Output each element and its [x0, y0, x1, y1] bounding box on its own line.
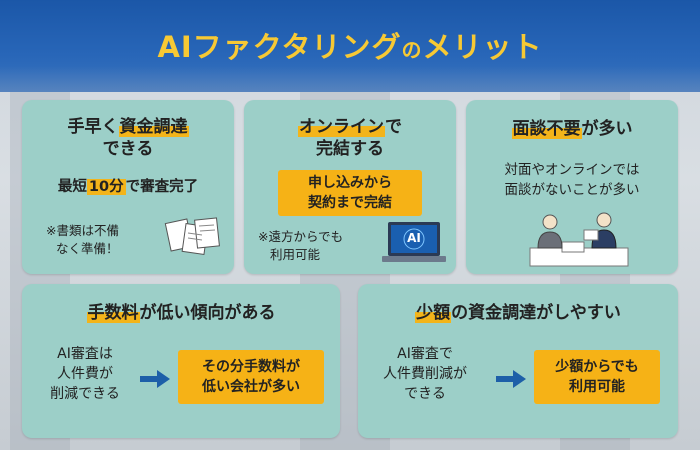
reason-line: 人件費が	[57, 366, 113, 382]
sub-text: で審査完了	[125, 179, 199, 195]
online-box: 申し込みから 契約まで完結	[278, 170, 422, 216]
box-line: その分手数料が	[202, 359, 300, 375]
header-banner	[0, 0, 700, 92]
heading-text: が多い	[581, 119, 633, 139]
reason-line: AI審査で	[397, 346, 453, 362]
reason-line: できる	[404, 386, 446, 402]
laptop-ai-icon	[382, 222, 446, 262]
card-body: 対面やオンラインでは 面談がないことが多い	[466, 160, 678, 200]
sub-text: 最短	[57, 179, 87, 195]
box-line: 少額からでも	[555, 359, 639, 375]
reason-line: 削減できる	[50, 386, 120, 402]
title-tail: メリット	[422, 30, 543, 64]
laptop-ai-label: AI	[407, 231, 421, 245]
heading-highlight: オンライン	[298, 117, 385, 137]
note-line: なく準備！	[56, 241, 119, 256]
heading-text: で	[385, 117, 402, 137]
box-line: 利用可能	[569, 379, 625, 395]
reason-text: AI審査で 人件費削減が できる	[364, 344, 486, 404]
card-online: オンラインで 完結する 申し込みから 契約まで完結 ※遠方からでも 利用可能 A…	[244, 100, 456, 274]
box-line: 契約まで完結	[308, 195, 392, 211]
card-low-fee: 手数料が低い傾向がある AI審査は 人件費が 削減できる その分手数料が 低い会…	[22, 284, 340, 438]
heading-highlight: 手数料	[86, 303, 140, 323]
card-heading: 面談不要が多い	[466, 118, 678, 140]
box-line: 申し込みから	[308, 175, 392, 191]
card-note: ※遠方からでも 利用可能	[258, 228, 343, 264]
result-box: 少額からでも 利用可能	[534, 350, 660, 404]
reason-line: AI審査は	[57, 346, 113, 362]
note-line: 利用可能	[270, 247, 321, 262]
heading-text: 手早く	[67, 117, 119, 137]
note-line: ※遠方からでも	[258, 229, 344, 244]
title-particle: の	[401, 38, 423, 62]
card-heading: オンラインで 完結する	[244, 116, 456, 160]
card-no-interview: 面談不要が多い 対面やオンラインでは 面談がないことが多い	[466, 100, 678, 274]
arrow-right-icon	[140, 370, 170, 388]
meeting-icon	[529, 212, 629, 267]
body-line: 面談がないことが多い	[504, 182, 640, 198]
result-box: その分手数料が 低い会社が多い	[178, 350, 324, 404]
card-heading: 手早く資金調達 できる	[22, 116, 234, 160]
body-line: 対面やオンラインでは	[504, 162, 640, 178]
card-heading: 少額の資金調達がしやすい	[358, 302, 678, 324]
card-small-amount: 少額の資金調達がしやすい AI審査で 人件費削減が できる 少額からでも 利用可…	[358, 284, 678, 438]
box-line: 低い会社が多い	[202, 379, 300, 395]
page-title: AIファクタリングのメリット	[0, 24, 700, 66]
title-main: AIファクタリング	[157, 30, 402, 64]
reason-text: AI審査は 人件費が 削減できる	[32, 344, 138, 404]
heading-text: の資金調達がしやすい	[451, 303, 621, 323]
heading-highlight: 面談不要	[511, 119, 582, 139]
sub-highlight: 10分	[86, 179, 126, 195]
card-heading: 手数料が低い傾向がある	[22, 302, 340, 324]
heading-highlight: 資金調達	[118, 117, 189, 137]
reason-line: 人件費削減が	[383, 366, 467, 382]
arrow-right-icon	[496, 370, 526, 388]
note-line: ※書類は不備	[46, 223, 119, 238]
heading-text: が低い傾向がある	[139, 303, 276, 323]
documents-icon	[164, 217, 220, 255]
heading-highlight: 少額	[415, 303, 452, 323]
card-note: ※書類は不備 なく準備！	[46, 222, 119, 258]
heading-text: 完結する	[316, 139, 384, 159]
heading-text: できる	[102, 139, 154, 159]
